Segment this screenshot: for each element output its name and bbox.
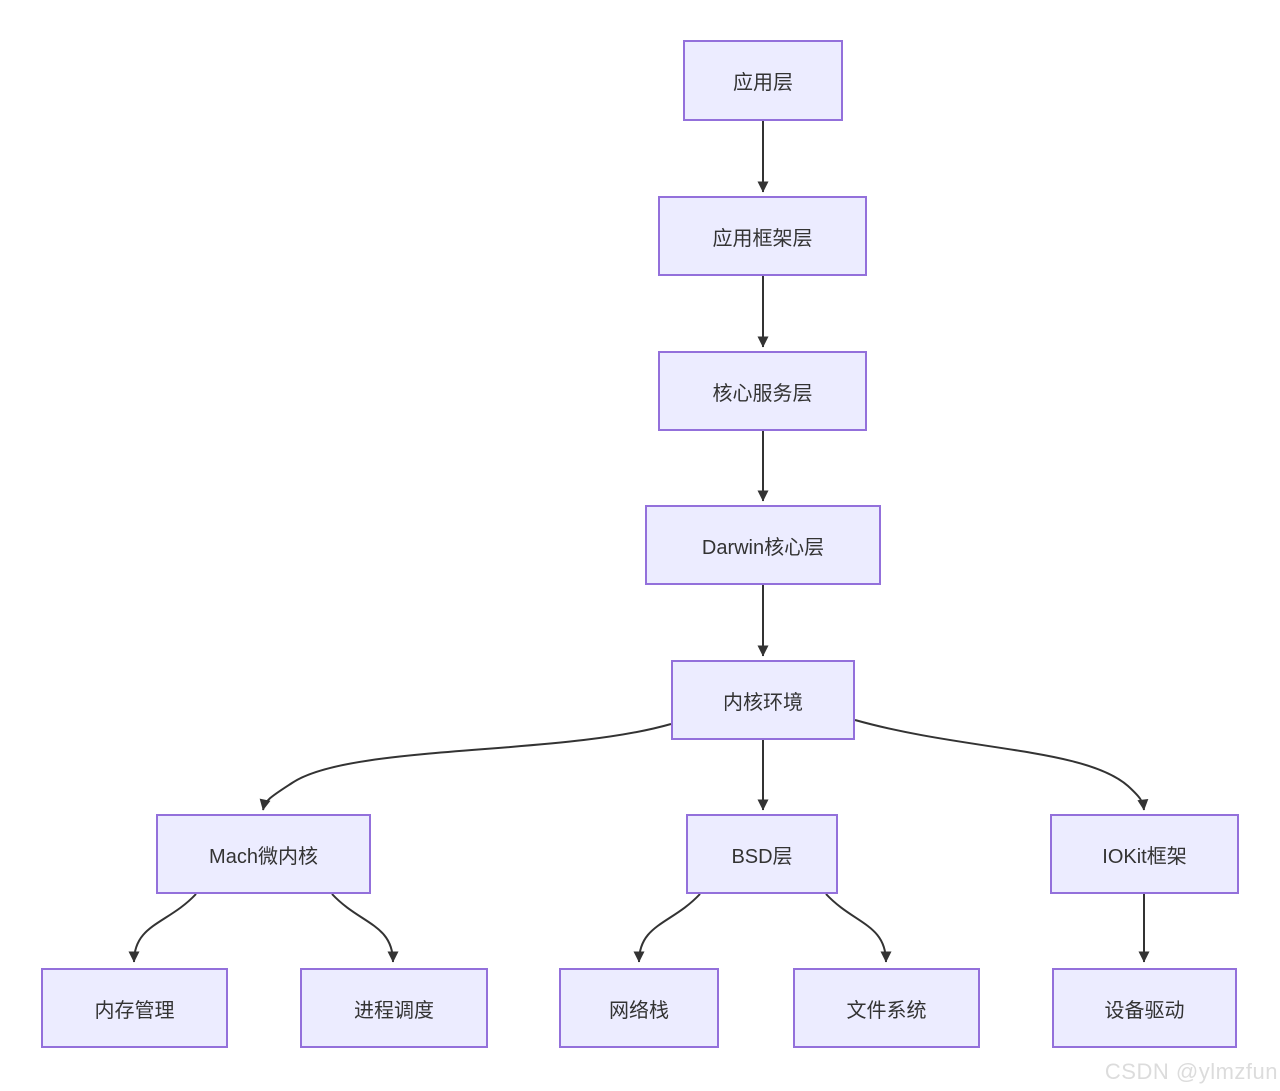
- node-bsd-layer: BSD层: [686, 814, 838, 894]
- node-memory-management: 内存管理: [41, 968, 228, 1048]
- node-darwin-core-layer: Darwin核心层: [645, 505, 881, 585]
- csdn-watermark: CSDN @ylmzfun: [1104, 1059, 1278, 1084]
- edge-mach-to-scheduler: [331, 893, 399, 963]
- edge-kernel-to-mach: [259, 723, 672, 811]
- node-app-layer: 应用层: [683, 40, 843, 121]
- edge-kernel-to-iokit: [854, 719, 1149, 811]
- node-core-services-layer: 核心服务层: [658, 351, 867, 431]
- node-network-stack: 网络栈: [559, 968, 719, 1048]
- node-iokit-framework: IOKit框架: [1050, 814, 1239, 894]
- edge-bsd-to-filesystem: [825, 893, 892, 963]
- node-process-scheduling: 进程调度: [300, 968, 488, 1048]
- node-file-system: 文件系统: [793, 968, 980, 1048]
- node-device-driver: 设备驱动: [1052, 968, 1237, 1048]
- edge-bsd-to-network: [633, 893, 701, 963]
- node-mach-microkernel: Mach微内核: [156, 814, 371, 894]
- node-framework-layer: 应用框架层: [658, 196, 867, 276]
- node-kernel-environment: 内核环境: [671, 660, 855, 740]
- edge-mach-to-memory: [128, 893, 197, 963]
